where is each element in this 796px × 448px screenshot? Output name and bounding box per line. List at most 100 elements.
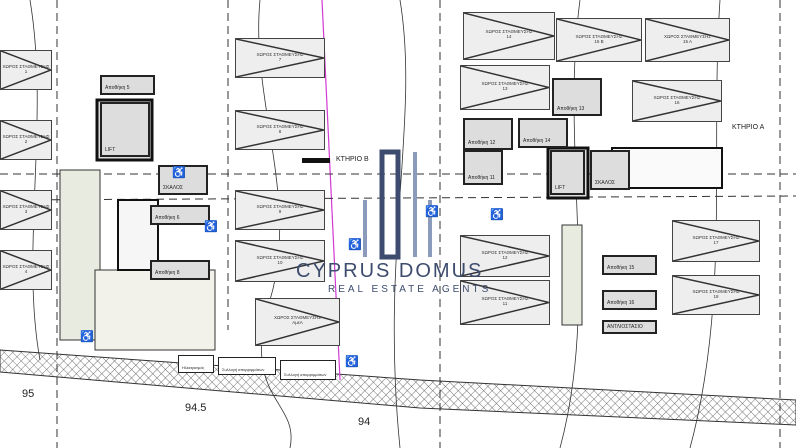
parking-cross-icon (236, 241, 324, 281)
room-label: ΑΝΤΛΙΟΣΤΑΣΙΟ (607, 324, 643, 330)
parking-cross-icon (236, 191, 324, 229)
parking-number: 13 (502, 86, 508, 92)
room-label: LIFT (555, 185, 566, 191)
parking-label: ΧΩΡΟΣ ΣΤΑΘΜΕΥΣΗΣ (273, 315, 322, 321)
parking-number: 18 (713, 294, 719, 300)
parking-label: ΧΩΡΟΣ ΣΤΑΘΜΕΥΣΗΣ (481, 296, 529, 302)
parking-number: 3 (24, 209, 28, 215)
parking-label: ΧΩΡΟΣ ΣΤΑΘΜΕΥΣΗΣ (2, 264, 50, 270)
parking-number: 15 Β (594, 38, 604, 44)
parking-label: ΧΩΡΟΣ ΣΤΑΘΜΕΥΣΗΣ (256, 52, 304, 58)
room-label: LIFT (105, 147, 116, 153)
room: ΣΚΑΛΟΣ (590, 150, 630, 190)
room-label: ΣΚΑΛΟΣ (595, 180, 615, 186)
parking-cross-icon (1, 251, 51, 289)
parking-cross-icon (236, 39, 324, 77)
room: Αποθήκη 11 (463, 150, 503, 185)
room-label: Αποθήκη 11 (468, 175, 495, 181)
parking-label: ΧΩΡΟΣ ΣΤΑΘΜΕΥΣΗΣ (692, 235, 740, 240)
wheelchair-icon: ♿ (348, 239, 362, 251)
room: Αποθήκη 13 (552, 78, 602, 116)
parking-label: ΧΩΡΟΣ ΣΤΑΘΜΕΥΣΗΣ (485, 29, 533, 35)
parking-number: 4 (24, 269, 28, 275)
wheelchair-icon: ♿ (345, 356, 359, 368)
parking-number: 16 (674, 100, 680, 105)
parking-cross-icon (1, 191, 51, 229)
wheelchair-icon: ♿ (172, 167, 186, 179)
parking-number: 15 Α (682, 38, 692, 44)
building-a-label: ΚΤΗΡΙΟ Α (732, 124, 765, 131)
parking-cross-icon (236, 111, 324, 149)
room: ΣΚΑΛΟΣ (158, 165, 208, 195)
parking-cross-icon (461, 281, 549, 324)
room-label: Αποθήκη 16 (607, 300, 635, 306)
wheelchair-icon: ♿ (490, 209, 504, 221)
parking-label: ΧΩΡΟΣ ΣΤΑΘΜΕΥΣΗΣ (256, 255, 304, 260)
parking-label: ΧΩΡΟΣ ΣΤΑΘΜΕΥΣΗΣ (575, 33, 623, 39)
hatched-boundary-strip (0, 349, 796, 426)
parking-label: ΧΩΡΟΣ ΣΤΑΘΜΕΥΣΗΣ (2, 64, 50, 70)
parking-label: ΧΩΡΟΣ ΣΤΑΘΜΕΥΣΗΣ (481, 250, 529, 255)
room: Αποθήκη 15 (602, 255, 657, 275)
parking-cross-icon (464, 13, 554, 59)
wheelchair-icon: ♿ (204, 221, 218, 233)
watermark-bar (379, 149, 401, 260)
parking-cross-icon (633, 81, 721, 121)
parking-number: 17 (713, 240, 719, 245)
parking-cross-icon (461, 66, 549, 109)
parking-cross-icon (673, 276, 759, 314)
room-waste: Συλλογή απορριμμάτων (280, 360, 336, 380)
parking-label: ΧΩΡΟΣ ΣΤΑΘΜΕΥΣΗΣ (256, 204, 304, 210)
room-label: Αποθήκη 6 (155, 215, 180, 221)
room-label: Αποθήκη 5 (105, 85, 130, 91)
parking-cross-icon (461, 236, 549, 276)
parking-number: ΑμεΑ (292, 320, 303, 326)
room: Αποθήκη 5 (100, 75, 155, 95)
contour-label: 94.5 (185, 402, 207, 414)
parking-label: ΧΩΡΟΣ ΣΤΑΘΜΕΥΣΗΣ (256, 124, 304, 130)
parking-number: 1 (24, 69, 28, 75)
room: Αποθήκη 14 (518, 118, 568, 148)
parking-cross-icon (646, 19, 729, 61)
parking-cross-icon (673, 221, 759, 261)
parking-number: 14 (506, 34, 512, 40)
parking-label: ΧΩΡΟΣ ΣΤΑΘΜΕΥΣΗΣ (2, 204, 50, 210)
room: LIFT (550, 150, 585, 195)
parking-number: 2 (24, 139, 28, 145)
room-label: Αποθήκη 12 (468, 140, 496, 146)
parking-cross-icon (256, 299, 339, 345)
parking-cross-icon (1, 121, 51, 159)
parking-number: 10 (277, 260, 283, 265)
room-label: ΣΚΑΛΟΣ (163, 185, 183, 191)
parking-number: 9 (278, 209, 282, 215)
parking-label: ΧΩΡΟΣ ΣΤΑΘΜΕΥΣΗΣ (653, 95, 701, 100)
wheelchair-icon: ♿ (80, 331, 94, 343)
watermark-tagline: REAL ESTATE AGENTS (328, 284, 492, 295)
parking-number: 7 (278, 57, 282, 63)
parking-label: ΧΩΡΟΣ ΣΤΑΘΜΕΥΣΗΣ (692, 289, 740, 295)
building-b-label: ΚΤΗΡΙΟ Β (336, 156, 369, 163)
room: Αποθήκη 12 (463, 118, 513, 150)
watermark-brand: CYPRUS DOMUS (296, 260, 484, 282)
parking-number: 8 (278, 129, 282, 135)
room-label: Αποθήκη 13 (557, 106, 585, 112)
parking-number: 12 (502, 255, 508, 260)
room-label: Αποθήκη 15 (607, 265, 635, 271)
room: LIFT (100, 102, 150, 157)
